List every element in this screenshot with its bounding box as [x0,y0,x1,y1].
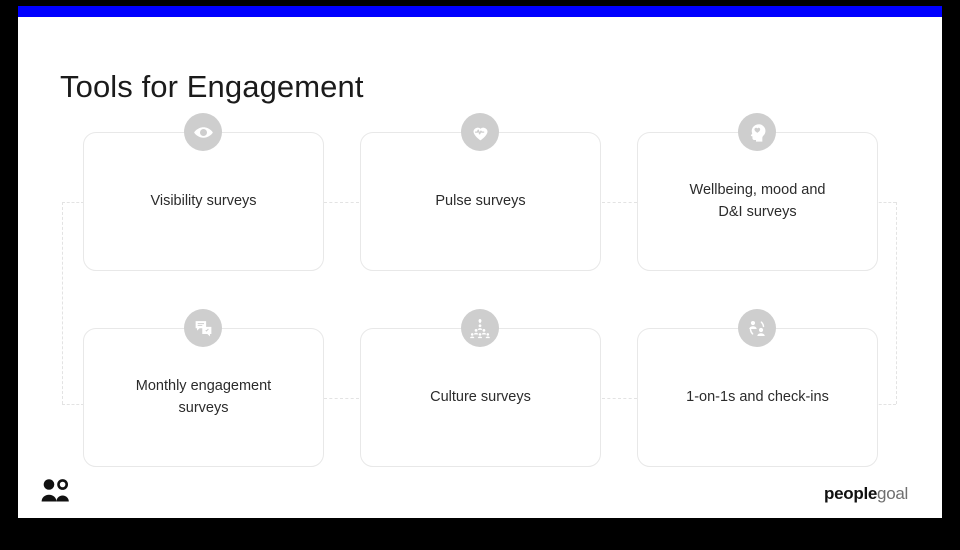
people-pyramid-heart-icon [461,309,499,347]
two-people-mark-icon [40,478,70,504]
card-pulse-surveys[interactable]: Pulse surveys [360,132,601,271]
eye-icon [184,113,222,151]
card-label: Culture surveys [430,388,531,405]
card-label: Monthly engagement surveys [135,377,272,416]
brand-logo-primary: people [824,484,878,503]
connector-bottom-link-2 [602,398,637,399]
card-monthly-engagement-surveys[interactable]: Monthly engagement surveys [83,328,324,467]
top-accent-bar [18,6,942,17]
slide-frame: Tools for Engagement Visibility surveys … [18,6,942,518]
card-label: Visibility surveys [150,192,257,209]
heart-pulse-icon [461,113,499,151]
card-label: 1-on-1s and check-ins [686,388,829,405]
connector-right-vertical [896,202,897,404]
card-visibility-surveys[interactable]: Visibility surveys [83,132,324,271]
chat-bubbles-icon [184,309,222,347]
card-label: Pulse surveys [435,192,526,209]
card-one-on-ones-check-ins[interactable]: 1-on-1s and check-ins [637,328,878,467]
connector-left-vertical [62,202,63,404]
connector-top-link-2 [602,202,637,203]
page-title: Tools for Engagement [60,68,364,104]
brand-logo: peoplegoal [824,484,908,504]
connector-left-top-stub [62,202,84,203]
card-wellbeing-mood-di-surveys[interactable]: Wellbeing, mood and D&I surveys [637,132,878,271]
brand-logo-secondary: goal [877,484,908,503]
head-heart-icon [738,113,776,151]
connector-left-bottom-stub [62,404,84,405]
card-label: Wellbeing, mood and D&I surveys [689,181,826,220]
card-culture-surveys[interactable]: Culture surveys [360,328,601,467]
connector-bottom-link-1 [324,398,359,399]
connector-top-link-1 [324,202,359,203]
two-people-exchange-icon [738,309,776,347]
